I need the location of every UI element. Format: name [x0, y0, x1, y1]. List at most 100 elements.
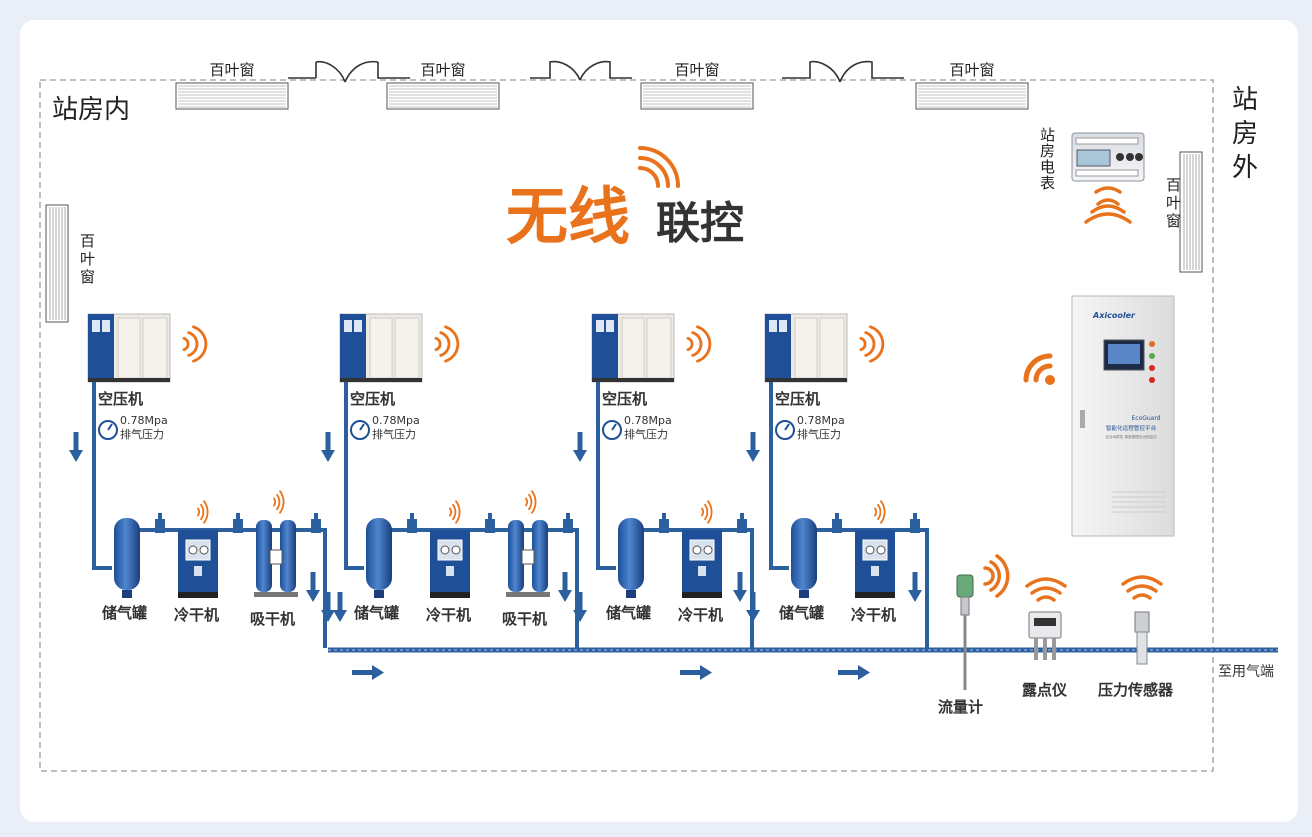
flow-arrow-down: [321, 432, 335, 462]
louver-top-4: 百叶窗: [915, 61, 1029, 110]
cold-dryer-signal-icon: [701, 500, 713, 524]
louver-top-1: 百叶窗: [175, 61, 289, 110]
air-tank: [366, 518, 392, 598]
valve-icon: [832, 513, 842, 533]
cold-dryer-signal-icon: [874, 500, 886, 524]
cold-dryer: [682, 530, 722, 598]
controller-signal-icon: [1023, 353, 1055, 385]
air-tank-label: 储气罐: [354, 604, 399, 622]
louver-right-label: 百叶窗: [1166, 176, 1181, 230]
unit-1: 空压机0.78Mpa排气压力储气罐冷干机吸干机: [69, 313, 327, 648]
title-signal-icon: [638, 146, 680, 188]
valve-icon: [563, 513, 573, 533]
pressure-label: 排气压力: [624, 427, 668, 441]
pressure-sensor-label: 压力传感器: [1098, 681, 1174, 699]
pressure-gauge-icon: [98, 420, 118, 440]
air-tank-label: 储气罐: [779, 604, 824, 622]
to-user-label: 至用气端: [1218, 664, 1274, 680]
air-tank-label: 储气罐: [102, 604, 147, 622]
flow-arrow-down: [746, 432, 760, 462]
door-openings: [288, 60, 904, 83]
ads-dryer-label: 吸干机: [250, 610, 295, 628]
flow-arrow-down: [733, 572, 747, 602]
pressure-sensor: [1134, 611, 1150, 665]
cold-dryer-signal-icon: [197, 500, 209, 524]
unit-pipe: [769, 382, 929, 648]
flowmeter-label: 流量计: [938, 698, 983, 716]
cold-dryer: [178, 530, 218, 598]
pressure-value: 0.78Mpa: [120, 414, 168, 427]
station-meter: [1071, 132, 1145, 182]
unit-3: 空压机0.78Mpa排气压力储气罐冷干机: [573, 313, 754, 648]
outside-label: 站房外: [1232, 85, 1258, 183]
flow-arrow-right: [680, 665, 712, 680]
air-tank: [114, 518, 140, 598]
flow-arrow-down: [746, 592, 760, 622]
station-meter-label: 站房电表: [1040, 126, 1055, 192]
unit-4: 空压机0.78Mpa排气压力储气罐冷干机: [746, 313, 929, 648]
compressor-signal-icon: [859, 325, 885, 363]
ads-dryer-signal-icon: [273, 490, 285, 514]
air-compressor: [764, 313, 848, 383]
valve-icon: [910, 513, 920, 533]
flowmeter: [956, 574, 974, 690]
flow-arrow-right: [352, 665, 384, 680]
air-tank: [791, 518, 817, 598]
pressure-gauge-icon: [775, 420, 795, 440]
flow-arrow-down: [321, 592, 335, 622]
pressure-label: 排气压力: [797, 427, 841, 441]
pressure-gauge-icon: [602, 420, 622, 440]
dewpoint-meter: [1028, 611, 1062, 660]
controller-title: EcoGuard: [1131, 415, 1160, 422]
louver-top-2: 百叶窗: [386, 61, 500, 110]
inside-label: 站房内: [52, 95, 130, 125]
pressure-label: 排气压力: [372, 427, 416, 441]
valve-icon: [233, 513, 243, 533]
louver-top-label: 百叶窗: [420, 61, 465, 79]
meter-signal-icon: [1084, 186, 1132, 224]
cold-dryer-label: 冷干机: [678, 606, 723, 624]
compressor-label: 空压机: [775, 390, 820, 408]
pressure-value: 0.78Mpa: [372, 414, 420, 427]
controller-brand: Axicooler: [1092, 311, 1136, 320]
compressor-signal-icon: [686, 325, 712, 363]
air-tank: [618, 518, 644, 598]
air-tank-label: 储气罐: [606, 604, 651, 622]
controller-tagline: 全自动群控 调度管理及远程监控: [1105, 434, 1157, 439]
valve-icon: [311, 513, 321, 533]
cold-dryer: [855, 530, 895, 598]
controller-cabinet: [1071, 295, 1175, 537]
cold-dryer-label: 冷干机: [174, 606, 219, 624]
valve-icon: [407, 513, 417, 533]
station-boundary: [39, 79, 1214, 772]
unit-2: 空压机0.78Mpa排气压力储气罐冷干机吸干机: [321, 313, 579, 648]
dewpoint-label: 露点仪: [1022, 681, 1068, 699]
louver-top-label: 百叶窗: [209, 61, 254, 79]
compressor-label: 空压机: [602, 390, 647, 408]
cold-dryer: [430, 530, 470, 598]
valve-icon: [659, 513, 669, 533]
dewpoint-signal-icon: [1025, 577, 1067, 602]
title-linkage: 联控: [656, 198, 744, 249]
compressor-signal-icon: [182, 325, 208, 363]
louver-top-3: 百叶窗: [640, 61, 754, 110]
compressor-signal-icon: [434, 325, 460, 363]
flow-arrow-down: [69, 432, 83, 462]
louver-right: [1179, 151, 1203, 273]
title-wireless: 无线: [506, 180, 630, 253]
flow-arrow-down: [306, 572, 320, 602]
controller-subtitle: 智能化远程管控平台: [1106, 424, 1157, 432]
air-compressor: [591, 313, 675, 383]
cold-dryer-signal-icon: [449, 500, 461, 524]
valve-icon: [155, 513, 165, 533]
cold-dryer-label: 冷干机: [426, 606, 471, 624]
air-compressor: [339, 313, 423, 383]
cold-dryer-label: 冷干机: [851, 606, 896, 624]
pressure-sensor-signal-icon: [1121, 575, 1163, 600]
pressure-label: 排气压力: [120, 427, 164, 441]
flow-arrow-down: [908, 572, 922, 602]
flow-arrow-down: [573, 592, 587, 622]
ads-dryer: [506, 520, 550, 597]
flow-arrow-right: [838, 665, 870, 680]
